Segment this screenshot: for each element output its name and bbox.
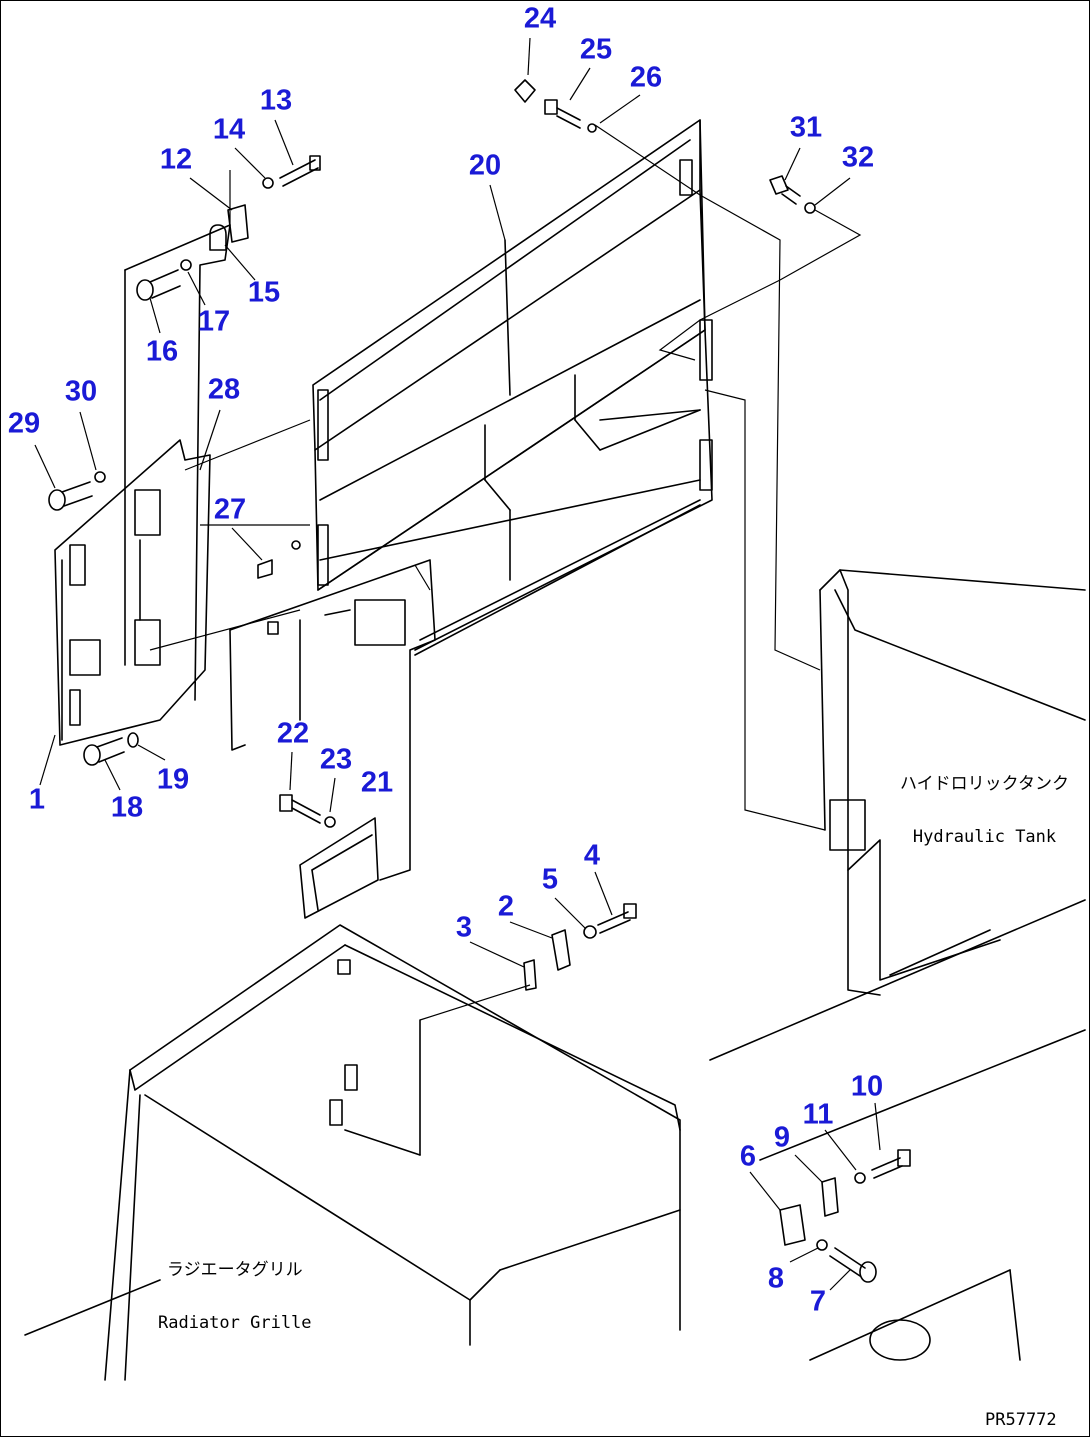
- callout-4: 4: [583, 839, 601, 872]
- callout-16: 16: [145, 335, 179, 368]
- callout-30: 30: [64, 375, 98, 408]
- assembly-lines: [149, 124, 862, 1021]
- callout-22: 22: [276, 717, 310, 750]
- hydraulic-tank-label-jp: ハイドロリックタンク: [900, 773, 1069, 794]
- callout-15: 15: [247, 276, 281, 309]
- callout-18: 18: [110, 791, 144, 824]
- radiator-grille-label-en: Radiator Grille: [158, 1313, 312, 1334]
- door-panel-1: [54, 224, 231, 746]
- callout-9: 9: [773, 1121, 791, 1154]
- callout-7: 7: [809, 1285, 827, 1318]
- callout-2: 2: [497, 890, 515, 923]
- radiator-grille-label: ラジエータグリル Radiator Grille: [158, 1226, 312, 1351]
- callout-10: 10: [850, 1070, 884, 1103]
- radiator-grille-label-jp: ラジエータグリル: [166, 1259, 303, 1280]
- callout-23: 23: [319, 743, 353, 776]
- callout-17: 17: [197, 305, 231, 338]
- fasteners: [48, 79, 911, 1283]
- hydraulic-tank-label-en: Hydraulic Tank: [912, 827, 1057, 848]
- callout-25: 25: [579, 33, 613, 66]
- callout-12: 12: [159, 143, 193, 176]
- callout-8: 8: [767, 1262, 785, 1295]
- callout-3: 3: [455, 911, 473, 944]
- figure-code: PR57772: [985, 1410, 1057, 1430]
- callout-1: 1: [28, 783, 46, 816]
- callout-28: 28: [207, 373, 241, 406]
- callout-24: 24: [523, 2, 557, 35]
- callout-31: 31: [789, 111, 823, 144]
- callout-11: 11: [802, 1098, 834, 1131]
- callout-21: 21: [360, 766, 394, 799]
- callout-27: 27: [213, 493, 247, 526]
- callout-6: 6: [739, 1140, 757, 1173]
- callout-20: 20: [468, 149, 502, 182]
- leader-lines: [34, 37, 881, 1291]
- callout-14: 14: [212, 113, 246, 146]
- hydraulic-tank-label: ハイドロリックタンク Hydraulic Tank: [900, 740, 1069, 865]
- callout-19: 19: [156, 763, 190, 796]
- panel-20: [312, 119, 713, 656]
- callout-26: 26: [629, 61, 663, 94]
- radiator-grille-housing: [24, 924, 681, 1381]
- callout-5: 5: [541, 863, 559, 896]
- lower-panel: [229, 559, 436, 881]
- plate-21: [299, 817, 379, 919]
- hydraulic-tank: [709, 569, 1086, 1361]
- callout-32: 32: [841, 141, 875, 174]
- callout-29: 29: [7, 407, 41, 440]
- callout-13: 13: [259, 84, 293, 117]
